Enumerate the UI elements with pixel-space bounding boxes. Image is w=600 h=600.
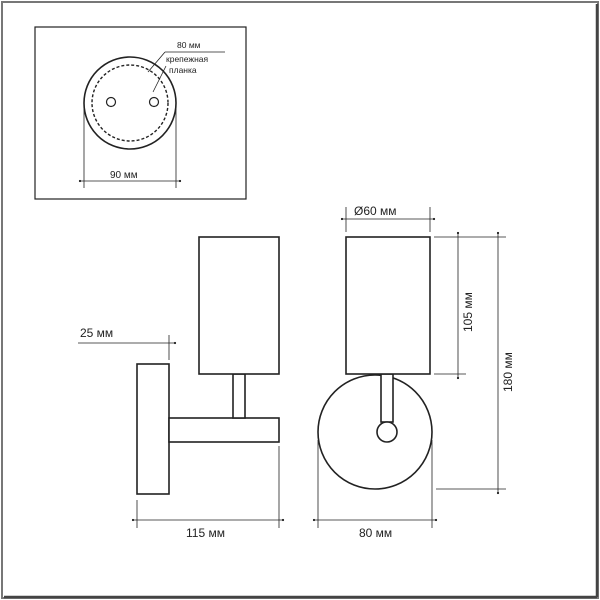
inset-label-plate-1: крепежная [166, 54, 209, 64]
mounting-hole-right [148, 96, 160, 108]
front-label-180: 180 мм [501, 352, 515, 392]
front-arm-end [376, 421, 398, 443]
side-label-25: 25 мм [80, 326, 113, 340]
leader-plate-line [152, 65, 167, 93]
inset-label-90: 90 мм [110, 170, 138, 181]
inset-mounting-view: 80 мм крепежная планка 90 мм [34, 26, 247, 200]
front-label-105: 105 мм [461, 292, 475, 332]
leader-80-line [147, 51, 166, 73]
inset-label-plate-2: планка [169, 65, 197, 75]
front-stem [380, 373, 394, 423]
side-shade [198, 236, 280, 375]
side-stem [232, 373, 246, 419]
mounting-plate-dashed-circle [91, 64, 169, 142]
inset-label-80: 80 мм [177, 40, 201, 50]
front-label-diameter: Ø60 мм [354, 204, 397, 218]
side-wall-plate [136, 363, 170, 495]
front-canopy-disc [317, 374, 433, 490]
front-label-80: 80 мм [359, 526, 392, 540]
side-view: 25 мм 115 мм [78, 236, 285, 540]
mounting-hole-left [105, 96, 117, 108]
side-label-115: 115 мм [186, 526, 225, 540]
side-arm [168, 417, 280, 443]
front-view: Ø60 мм 105 мм 180 мм 80 мм [312, 204, 515, 540]
front-shade [345, 236, 431, 375]
inset-border [34, 26, 247, 200]
